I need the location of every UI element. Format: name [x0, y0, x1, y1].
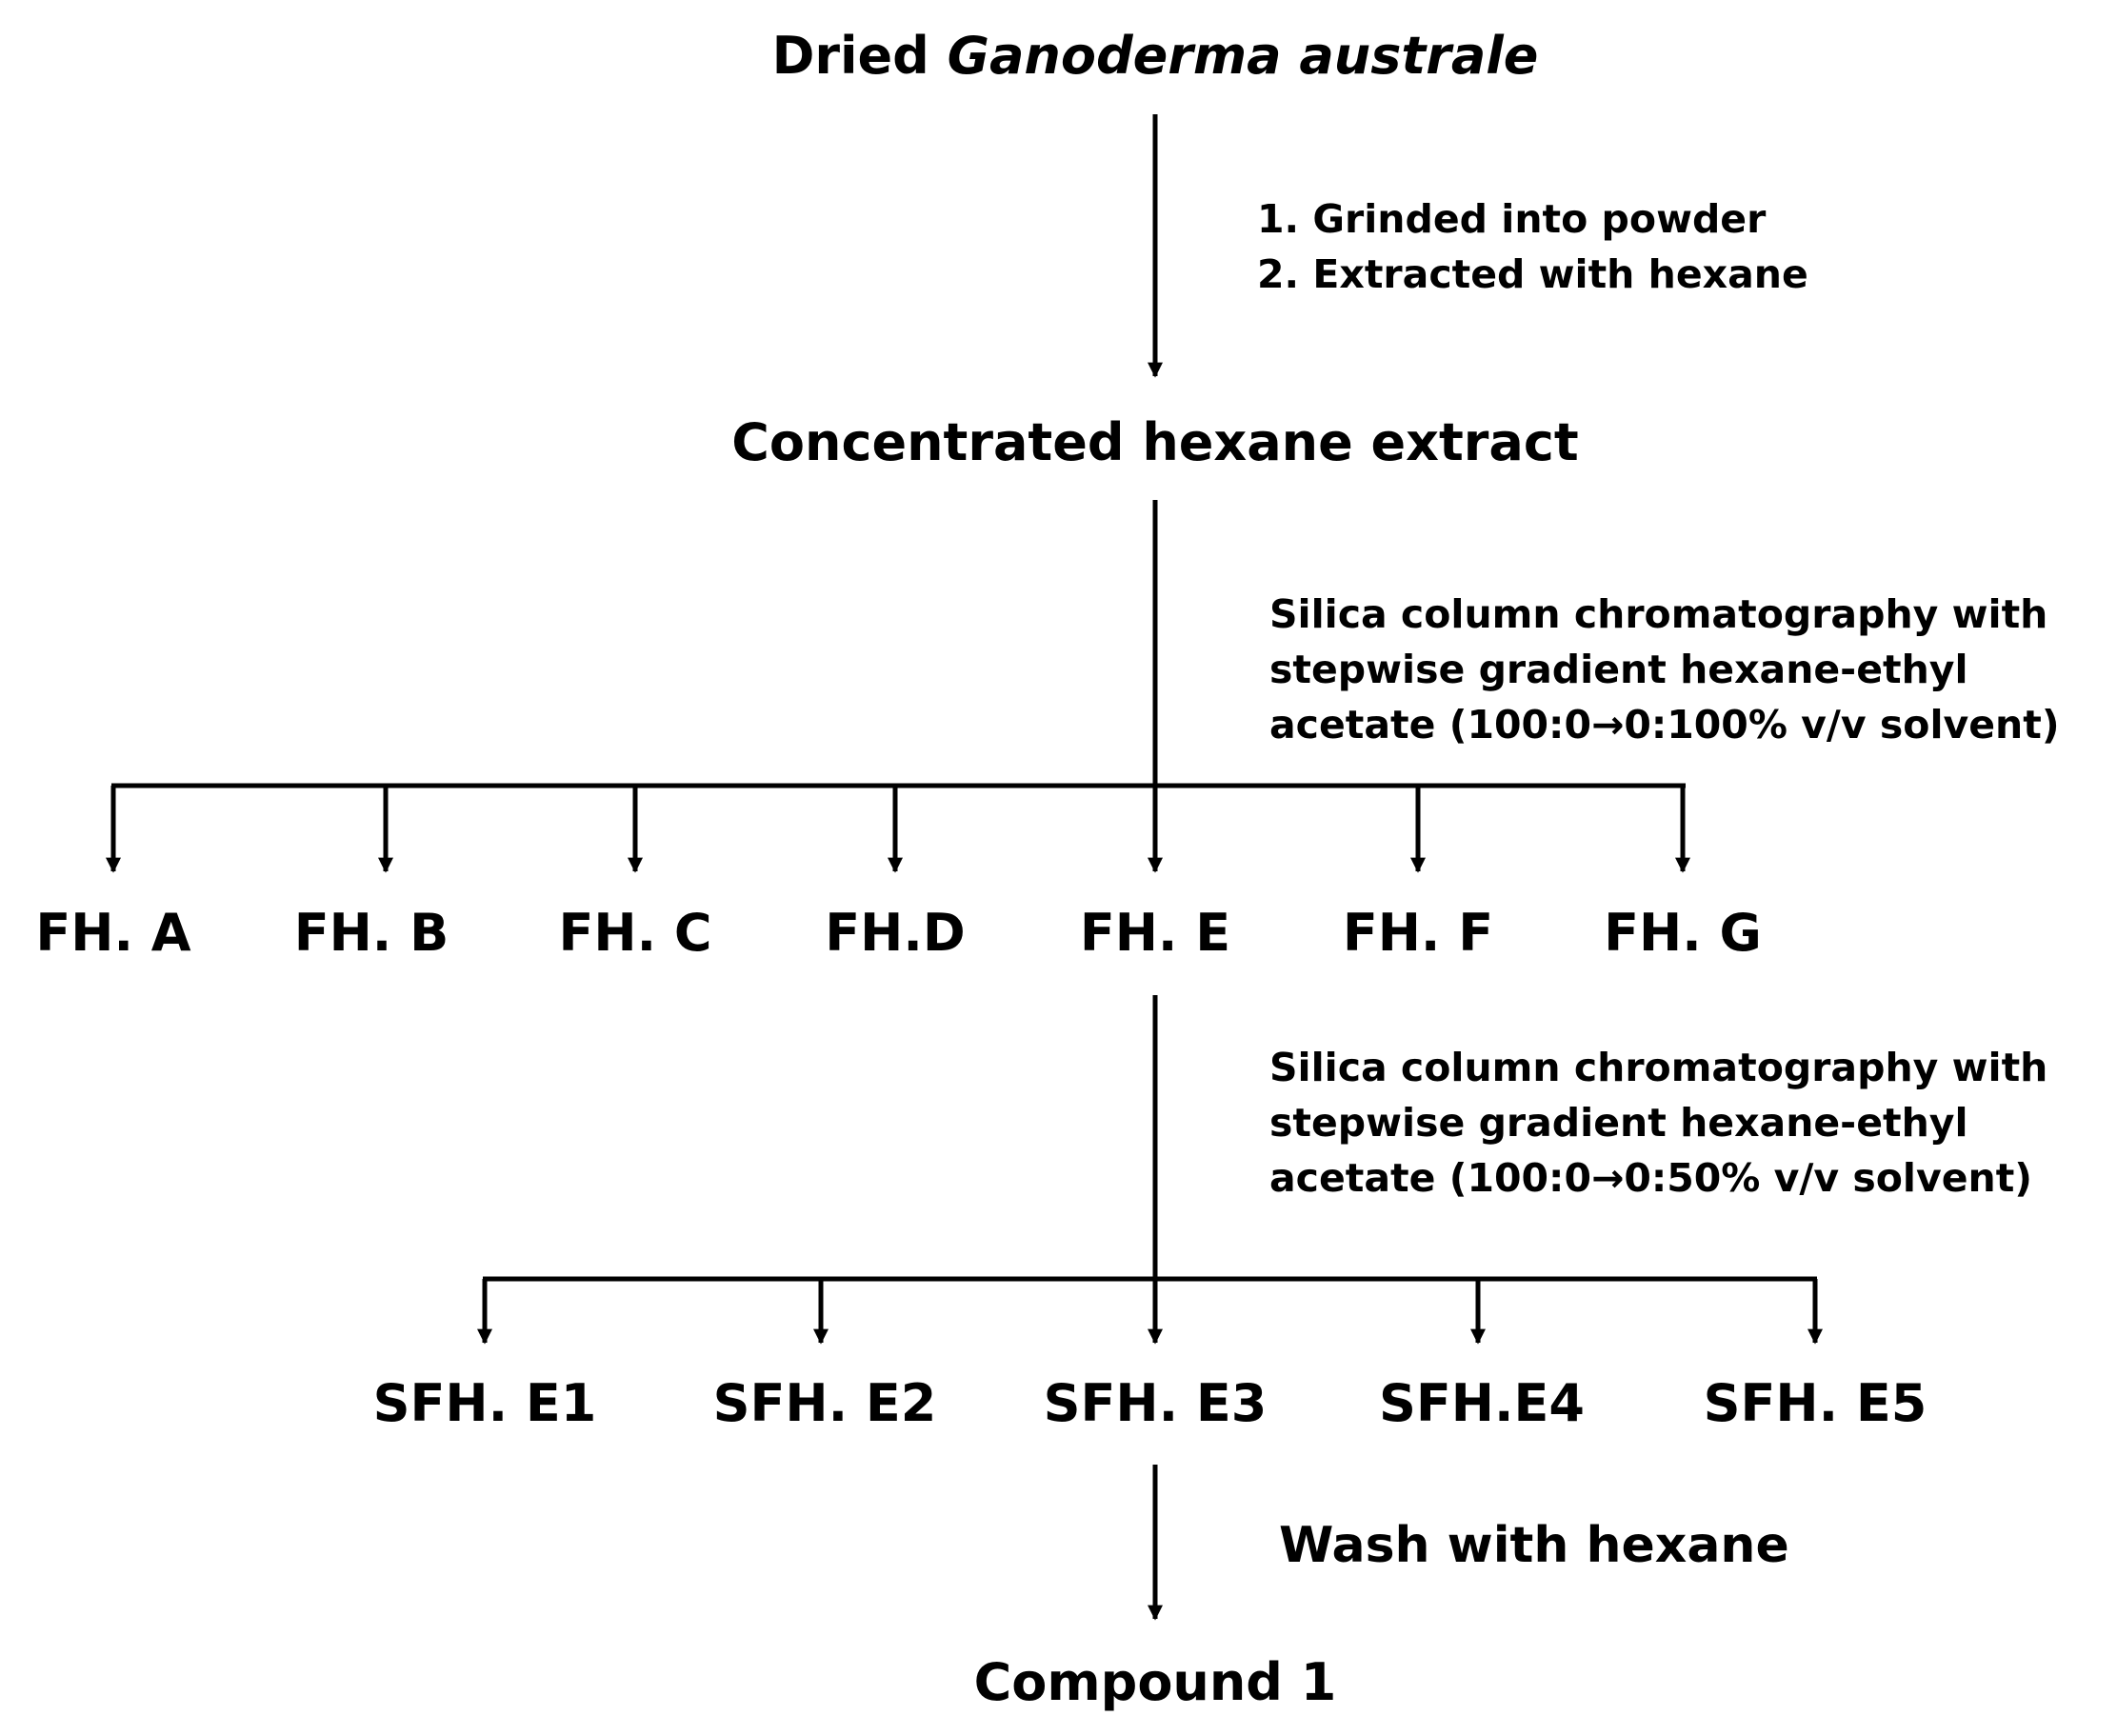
fraction-fh-a: FH. A: [35, 903, 191, 963]
subfraction-sfh-e5: SFH. E5: [1703, 1373, 1927, 1433]
step1-line2: 2. Extracted with hexane: [1257, 251, 1808, 297]
fraction-fh-f: FH. F: [1342, 903, 1494, 963]
subfraction-sfh-e1: SFH. E1: [372, 1373, 597, 1433]
step3-note: Silica column chromatography with stepwi…: [1269, 1040, 2047, 1206]
step2-line3: acetate (100:0→0:100% v/v solvent): [1269, 702, 2060, 748]
extract-node: Concentrated hexane extract: [731, 412, 1579, 472]
start-species: Ganoderma australe: [947, 26, 1539, 86]
fraction-fh-d: FH.D: [825, 903, 966, 963]
fraction-fh-b: FH. B: [293, 903, 449, 963]
step3-line3: acetate (100:0→0:50% v/v solvent): [1269, 1155, 2033, 1201]
fraction-fh-g: FH. G: [1604, 903, 1762, 963]
step2-line1: Silica column chromatography with: [1269, 591, 2048, 637]
step4-note: Wash with hexane: [1279, 1517, 1789, 1574]
fraction-fh-c: FH. C: [558, 903, 712, 963]
step3-line2: stepwise gradient hexane-ethyl: [1269, 1100, 1968, 1146]
start-prefix: Dried: [771, 26, 929, 86]
start-node: Dried Ganoderma australe: [772, 30, 1539, 82]
subfraction-sfh-e2: SFH. E2: [712, 1373, 937, 1433]
subfraction-sfh-e3: SFH. E3: [1043, 1373, 1268, 1433]
product-node: Compound 1: [973, 1652, 1337, 1712]
step1-note: 1. Grinded into powder 2. Extracted with…: [1257, 191, 1808, 302]
subfraction-sfh-e4: SFH.E4: [1379, 1373, 1585, 1433]
step2-line2: stepwise gradient hexane-ethyl: [1269, 647, 1968, 692]
step2-note: Silica column chromatography with stepwi…: [1269, 587, 2060, 752]
step3-line1: Silica column chromatography with: [1269, 1045, 2048, 1090]
fraction-fh-e: FH. E: [1079, 903, 1231, 963]
step1-line1: 1. Grinded into powder: [1257, 196, 1767, 242]
